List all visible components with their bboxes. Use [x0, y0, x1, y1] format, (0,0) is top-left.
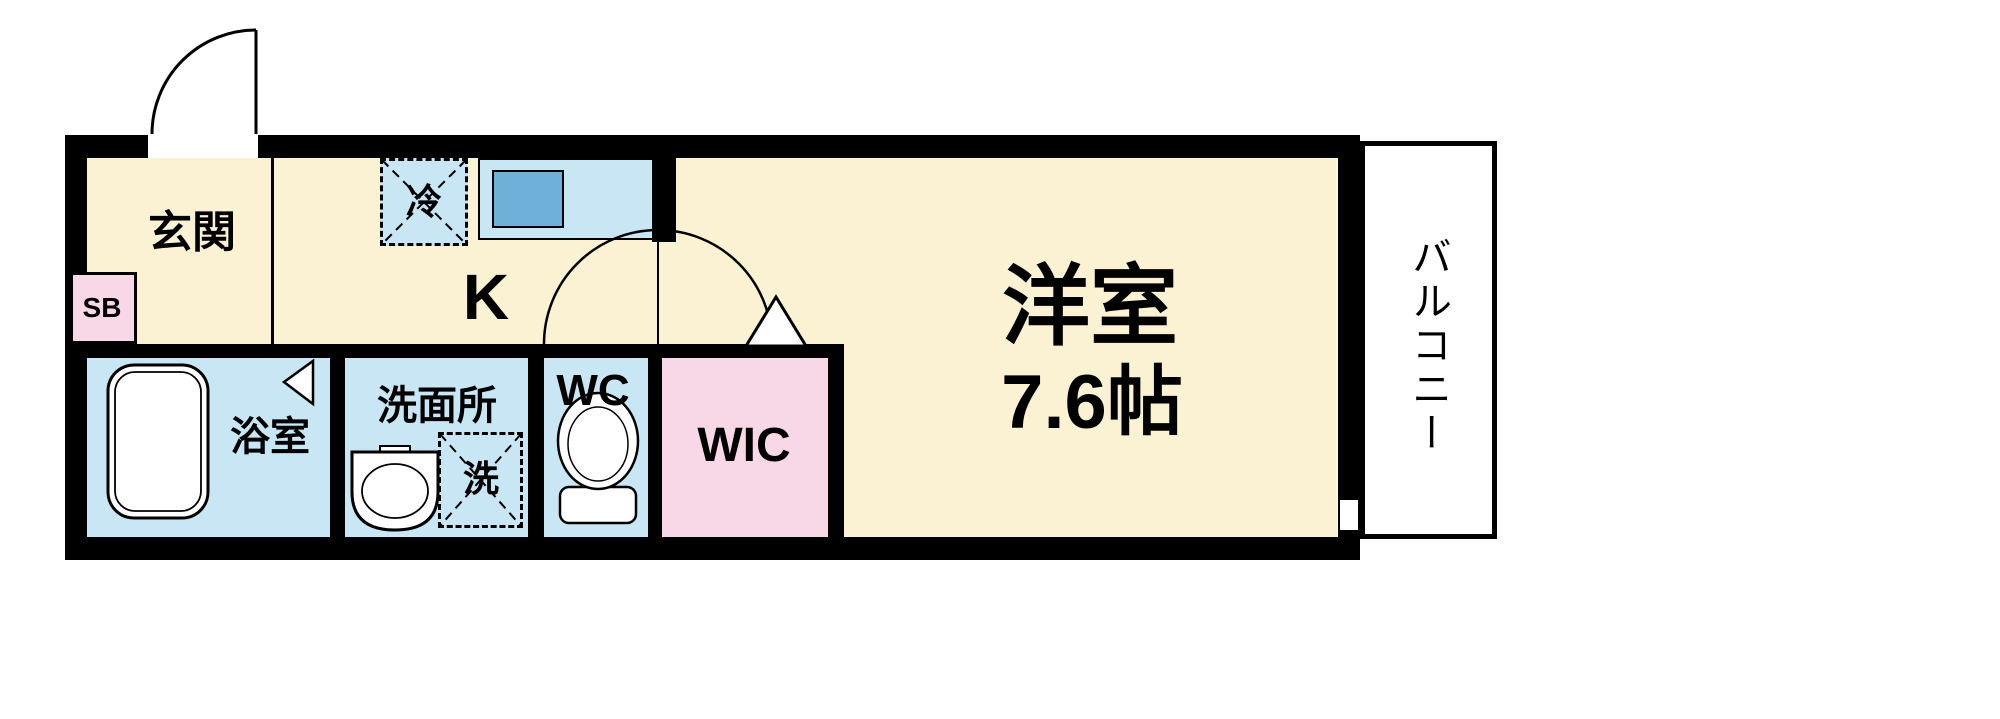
- western-room-size: 7.6帖: [1001, 360, 1183, 445]
- balcony: [1360, 141, 1497, 539]
- wall-wic-room: [828, 344, 844, 560]
- wall-washroom-wc: [528, 344, 544, 560]
- western-room-name: 洋室: [1001, 257, 1179, 356]
- refrigerator-x-line: [381, 159, 467, 245]
- wall-bottom: [65, 537, 1360, 560]
- wall-kitchen-room-stub: [652, 135, 676, 242]
- bathtub-icon: [106, 363, 210, 520]
- shoebox-label: SB: [82, 292, 122, 323]
- vanity-basin: [361, 463, 429, 519]
- wall-wc-wic: [648, 344, 662, 560]
- refrigerator-label: 冷: [405, 181, 443, 222]
- wic-floor: [662, 358, 828, 537]
- wall-right: [1338, 135, 1360, 560]
- refrigerator-x-line: [381, 159, 467, 245]
- balcony-window: [1340, 500, 1358, 530]
- toilet-tank: [558, 485, 638, 525]
- bathtub-inner-line: [114, 371, 202, 512]
- bathroom-label: 浴室: [230, 415, 310, 459]
- kitchen-sink: [492, 170, 564, 228]
- genkan-step-line: [271, 158, 274, 344]
- shoebox: [70, 272, 137, 344]
- room-door-arc: [542, 228, 774, 345]
- entrance-door-arc: [150, 28, 257, 135]
- balcony-label: バルコニー: [1406, 236, 1450, 456]
- washer-x-line: [439, 433, 522, 527]
- genkan-label: 玄関: [148, 208, 236, 257]
- wic-label: WIC: [697, 419, 791, 472]
- bath-door-triangle: [281, 358, 315, 407]
- washroom-label: 洗面所: [377, 384, 497, 428]
- toilet-label: WC: [556, 366, 630, 415]
- toilet-seat: [567, 406, 629, 482]
- kitchen-label: K: [462, 261, 510, 333]
- wic-door-triangle: [743, 294, 809, 348]
- wall-bath-washroom: [330, 344, 345, 560]
- wall-top-right: [258, 135, 1360, 158]
- washing-machine-label: 洗: [462, 458, 500, 499]
